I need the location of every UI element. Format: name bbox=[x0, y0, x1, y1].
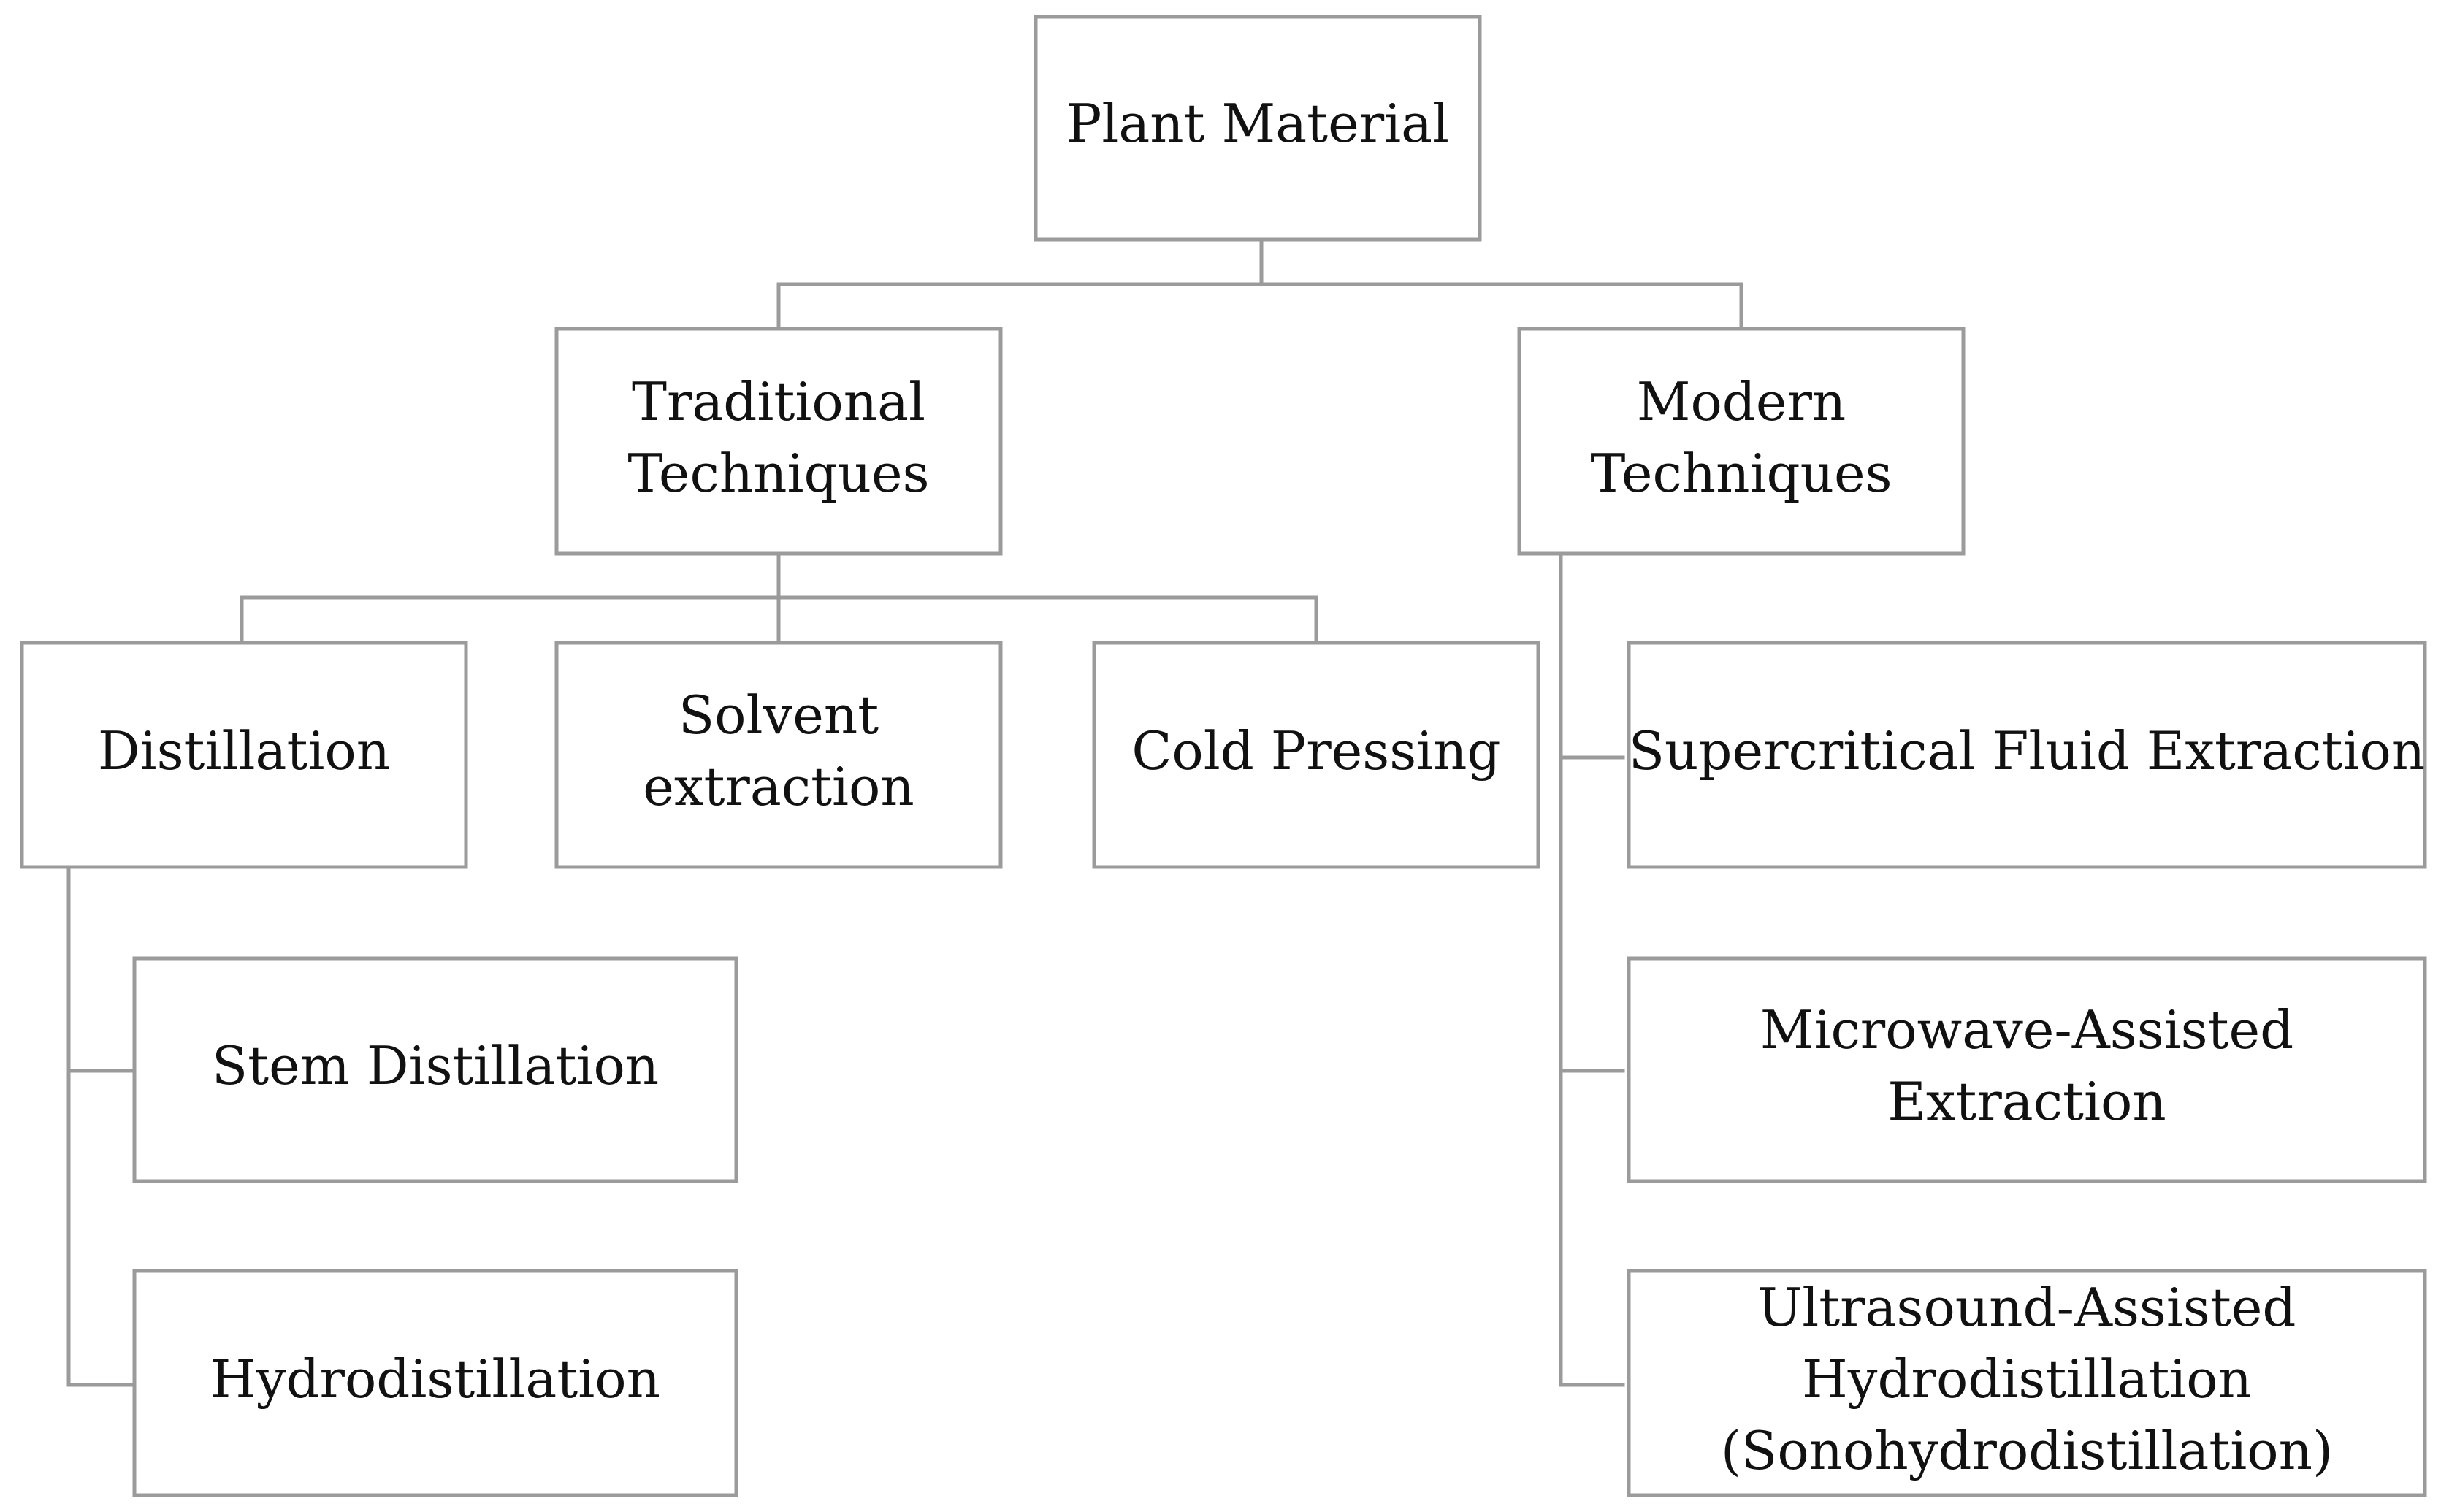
node-hydrodistillation: Hydrodistillation bbox=[132, 1269, 738, 1497]
node-label-line: Stem Distillation bbox=[212, 1035, 659, 1096]
node-label-line: Techniques bbox=[627, 443, 929, 504]
connector-root-to-techniques bbox=[776, 237, 1743, 331]
node-label-line: Supercritical Fluid Extraction bbox=[1629, 720, 2426, 782]
node-label-line: Modern bbox=[1637, 371, 1846, 432]
connector-distillation-to-methods bbox=[66, 865, 137, 1387]
node-label-line: Microwave-Assisted bbox=[1760, 999, 2294, 1061]
node-box bbox=[1627, 1269, 2427, 1497]
node-label-line: Ultrasound-Assisted bbox=[1758, 1277, 2296, 1338]
node-label-line: Solvent bbox=[679, 684, 879, 746]
node-label-line: Cold Pressing bbox=[1131, 720, 1500, 782]
node-label-line: Traditional bbox=[632, 371, 925, 432]
node-label-line: Plant Material bbox=[1066, 93, 1449, 154]
node-box bbox=[1517, 327, 1966, 556]
connector-traditional-to-methods bbox=[240, 551, 1318, 645]
node-box bbox=[20, 641, 468, 869]
node-label-line: (Sonohydrodistillation) bbox=[1721, 1420, 2333, 1481]
node-label-line: Distillation bbox=[98, 720, 390, 782]
node-solvent-extraction: Solvent extraction bbox=[554, 641, 1003, 869]
connector-modern-to-methods bbox=[1559, 551, 1625, 1387]
node-box bbox=[132, 1269, 738, 1497]
node-box bbox=[132, 956, 738, 1183]
node-box bbox=[554, 641, 1003, 869]
node-supercritical-fluid-extraction: Supercritical Fluid Extraction bbox=[1627, 641, 2427, 869]
node-box bbox=[1627, 641, 2427, 869]
node-box bbox=[1092, 641, 1540, 869]
node-cold-pressing: Cold Pressing bbox=[1092, 641, 1540, 869]
node-label: Hydrodistillation bbox=[210, 1348, 660, 1410]
connector-group bbox=[66, 237, 1743, 1387]
node-stem-distillation: Stem Distillation bbox=[132, 956, 738, 1183]
node-box bbox=[1034, 15, 1482, 242]
node-label: Cold Pressing bbox=[1131, 720, 1500, 782]
node-plant-material: Plant Material bbox=[1034, 15, 1482, 242]
node-box bbox=[1627, 956, 2427, 1183]
node-label-line: Extraction bbox=[1887, 1071, 2166, 1132]
node-box bbox=[554, 327, 1003, 556]
node-label: Solvent extraction bbox=[643, 684, 914, 817]
node-label-line: extraction bbox=[643, 756, 914, 817]
node-label-line: Techniques bbox=[1590, 443, 1892, 504]
node-label: Supercritical Fluid Extraction bbox=[1629, 720, 2426, 782]
node-label: Stem Distillation bbox=[212, 1035, 659, 1096]
node-label: Distillation bbox=[98, 720, 390, 782]
node-label-line: Hydrodistillation bbox=[1802, 1348, 2252, 1410]
node-distillation: Distillation bbox=[20, 641, 468, 869]
node-label: Plant Material bbox=[1066, 93, 1449, 154]
node-label-line: Hydrodistillation bbox=[210, 1348, 660, 1410]
